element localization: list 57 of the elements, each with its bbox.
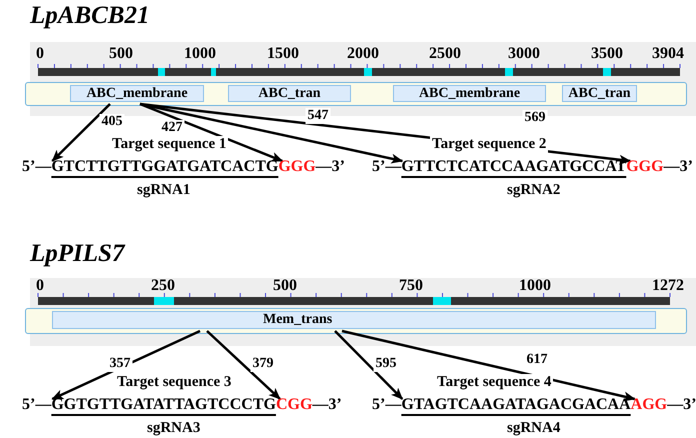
gene-title: LpPILS7 <box>30 240 124 268</box>
arrow <box>51 103 111 162</box>
pam-sequence: GGG <box>278 158 316 176</box>
edge-label: 547 <box>306 108 330 124</box>
domain-box: ABC_membrane <box>393 85 546 102</box>
gene-title: LpABCB21 <box>30 2 150 30</box>
scale-label: 1272 <box>652 277 684 295</box>
strand-end-label: 5’— <box>372 396 402 414</box>
sgrna-label: sgRNA4 <box>505 420 562 437</box>
scale-label: 1000 <box>519 277 551 295</box>
scale-label: 500 <box>109 45 133 63</box>
strand-end-label: 5’— <box>22 158 52 176</box>
arrow <box>342 330 636 402</box>
sgrna-label: sgRNA3 <box>145 420 202 437</box>
edge-label: 379 <box>250 356 276 372</box>
target-caption: Target sequence 3 <box>115 374 234 391</box>
pam-sequence: GGG <box>626 158 664 176</box>
domain-box: ABC_membrane <box>70 85 204 102</box>
sgrna-label: sgRNA2 <box>505 182 562 199</box>
target-caption: Target sequence 2 <box>430 136 548 153</box>
scale-label: 500 <box>273 277 297 295</box>
scale-label: 3500 <box>591 45 623 63</box>
edge-label: 357 <box>108 356 132 372</box>
scale-label: 250 <box>151 277 175 295</box>
strand-end-label: 5’— <box>372 158 402 176</box>
arrow <box>140 102 404 164</box>
scale-label: 0 <box>36 45 44 63</box>
sequence-text: GTTCTCATCCAAGATGCCAT <box>401 158 626 176</box>
strand-end-label: —3’ <box>316 158 345 176</box>
arrow <box>334 330 404 400</box>
edge-label: 595 <box>374 356 398 372</box>
scale-label: 0 <box>36 277 44 295</box>
domain-box: ABC_tran <box>228 85 351 102</box>
scale-label: 1500 <box>267 45 299 63</box>
scale-label: 2500 <box>429 45 461 63</box>
pam-sequence: AGG <box>630 396 668 414</box>
strand-end-label: —3’ <box>667 396 696 414</box>
scale-label: 3000 <box>508 45 540 63</box>
sequence-text: GTAGTCAAGATAGACGACAA <box>401 396 631 414</box>
sequence-text: GGTGTTGATATTAGTCCCTG <box>51 396 276 414</box>
arrow <box>140 102 284 162</box>
sequence-text: GTCTTGTTGGATGATCACTG <box>51 158 278 176</box>
strand-end-label: —3’ <box>664 158 693 176</box>
pam-sequence: CGG <box>276 396 312 414</box>
target-caption: Target sequence 4 <box>435 374 554 391</box>
arrow <box>206 330 281 400</box>
strand-end-label: 5’— <box>22 396 52 414</box>
domain-box: ABC_tran <box>562 85 637 102</box>
sgrna-label: sgRNA1 <box>135 182 192 199</box>
arrow <box>51 330 201 400</box>
domain-box: Mem_trans <box>52 311 656 329</box>
target-caption: Target sequence 1 <box>110 136 228 153</box>
scale-label: 750 <box>399 277 423 295</box>
scale-label: 3904 <box>652 45 684 63</box>
scale-label: 1000 <box>184 45 216 63</box>
strand-end-label: —3’ <box>312 396 342 414</box>
scale-label: 2000 <box>347 45 379 63</box>
